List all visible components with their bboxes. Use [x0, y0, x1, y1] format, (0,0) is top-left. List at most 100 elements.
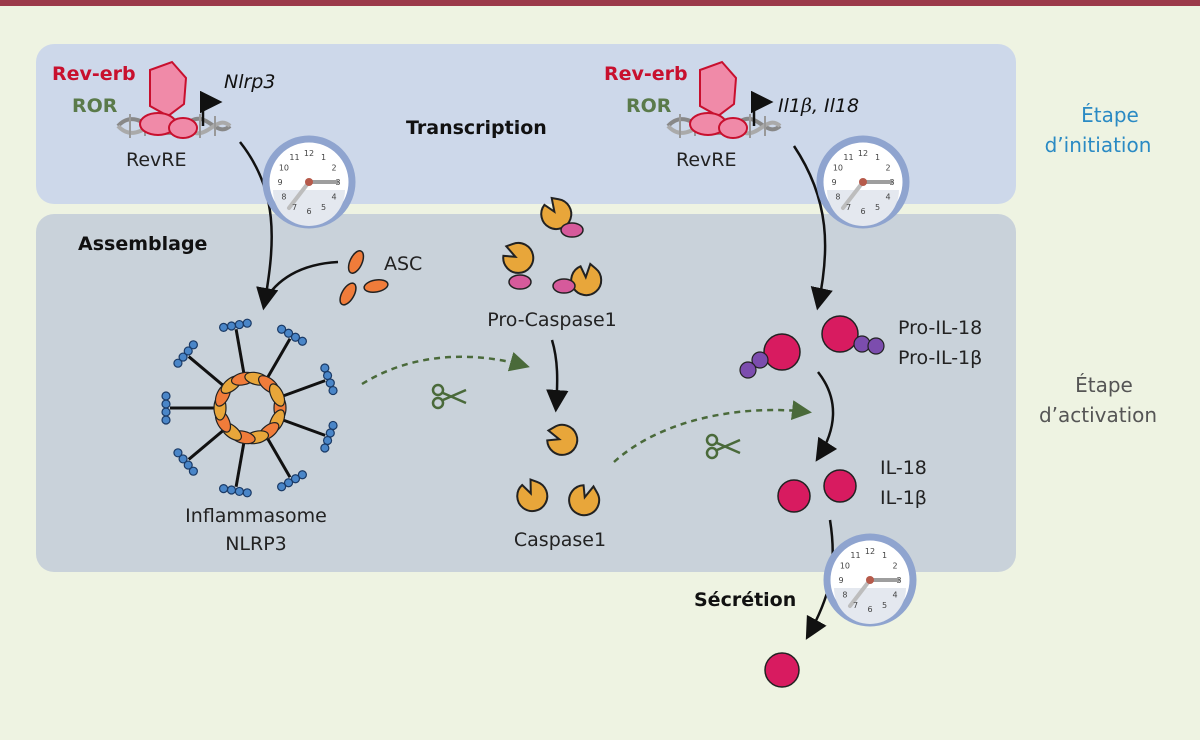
rev-erb-protein [699, 60, 738, 118]
nlrp3-bead [226, 485, 237, 495]
nlrp3-bead [242, 488, 252, 498]
arrow-proil-to-il [815, 371, 838, 462]
clock-number: 3 [889, 178, 894, 187]
dashed-arrow-cleavage-2 [613, 400, 812, 463]
caspase-label: Caspase1 [514, 529, 606, 551]
clock-number: 3 [335, 178, 340, 187]
gene-left-label: Nlrp3 [224, 71, 275, 93]
arrow-procaspase-to-caspase [546, 339, 569, 413]
nlrp3-bead [290, 332, 301, 342]
revre-left-label: RevRE [126, 149, 187, 171]
ror-left-label: ROR [72, 95, 118, 117]
nlrp3-bead [173, 358, 183, 368]
pro-caspase-label: Pro-Caspase1 [487, 309, 617, 331]
nlrp3-bead [325, 428, 335, 438]
nlrp3-bead [297, 336, 307, 346]
nlrp3-spoke [234, 328, 247, 379]
pro-caspase-molecules [498, 195, 609, 303]
transcription-title: Transcription [406, 117, 547, 139]
nlrp3-bead [322, 435, 333, 446]
asc-molecules [339, 250, 389, 306]
nlrp3-bead [297, 470, 307, 480]
clock-number: 10 [833, 164, 843, 173]
pro-il1b-label: Pro-IL-1β [898, 347, 982, 369]
clock-number: 8 [842, 591, 847, 600]
rev-erb-right-label: Rev-erb [604, 63, 688, 85]
nlrp3-spoke [187, 355, 228, 390]
clock-number: 4 [332, 193, 337, 202]
nlrp3-bead [277, 324, 287, 334]
clock-number: 7 [292, 203, 297, 212]
nlrp3-bead [161, 415, 171, 425]
nlrp3-bead [188, 340, 198, 350]
secreted-il [764, 652, 800, 688]
clock-number: 7 [846, 203, 851, 212]
rev-erb-protein [149, 60, 188, 118]
promoter-arrow-icon [200, 90, 223, 126]
nlrp3-bead [328, 385, 338, 396]
nlrp3-bead [320, 363, 330, 373]
clock-number: 12 [858, 149, 868, 158]
clock-number: 11 [850, 551, 860, 560]
arrow-genes-to-proil [792, 145, 833, 311]
clock-number: 9 [277, 178, 282, 187]
nlrp3-bead [178, 454, 188, 464]
nlrp3-bead [218, 322, 229, 332]
inflammasome-nlrp3 [161, 318, 338, 498]
clock-number: 10 [279, 164, 289, 173]
gene-right-il1: Il1 [778, 95, 801, 117]
phase-activation-line2: d’activation [1039, 403, 1157, 427]
clock-number: 6 [306, 207, 311, 216]
nlrp3-bead [322, 370, 333, 381]
nlrp3-bead [234, 319, 244, 330]
inflammasome-label-line2: NLRP3 [225, 533, 287, 555]
left-receptor-group [116, 60, 232, 139]
nlrp3-bead [218, 484, 229, 494]
clock-number: 8 [281, 193, 286, 202]
nlrp3-bead [188, 466, 198, 476]
clock-number: 6 [860, 207, 865, 216]
nlrp3-bead [320, 443, 330, 453]
arrow-nlrp3-to-inflammasome [239, 141, 279, 311]
nlrp3-bead [325, 378, 335, 388]
gene-right-il18: , Il18 [812, 95, 859, 117]
clock-number: 1 [875, 153, 880, 162]
nlrp3-bead [173, 448, 183, 458]
clock-number: 2 [886, 164, 891, 173]
pro-il18-label: Pro-IL-18 [898, 317, 982, 339]
clock-number: 8 [835, 193, 840, 202]
clock-number: 6 [867, 605, 872, 614]
clock-number: 11 [843, 153, 853, 162]
clock-number: 2 [893, 562, 898, 571]
clock-number: 3 [896, 576, 901, 585]
assemblage-title: Assemblage [78, 233, 207, 255]
nlrp3-bead [178, 352, 188, 362]
clock-number: 9 [831, 178, 836, 187]
clock-number: 11 [289, 153, 299, 162]
nlrp3-bead [183, 460, 193, 470]
phase-initiation-line2: d’initiation [1045, 133, 1152, 157]
inflammasome-label-line1: Inflammasome [185, 505, 327, 527]
nlrp3-spoke [263, 433, 292, 479]
nlrp3-bead [277, 482, 287, 492]
clock-number: 9 [838, 576, 843, 585]
clock-number: 5 [875, 203, 880, 212]
ror-right-label: ROR [626, 95, 672, 117]
clock-number: 2 [332, 164, 337, 173]
nlrp3-bead [290, 474, 301, 484]
nlrp3-bead [242, 318, 252, 328]
nlrp3-spoke [277, 379, 326, 400]
nlrp3-bead [328, 420, 338, 431]
nlrp3-bead [161, 391, 171, 401]
phase-activation-line1: Étape [1075, 373, 1133, 397]
nlrp3-bead [161, 407, 171, 417]
clock-number: 1 [321, 153, 326, 162]
clock-number: 10 [840, 562, 850, 571]
il18-label: IL-18 [880, 457, 927, 479]
right-receptor-group [666, 60, 782, 139]
clock-number: 1 [882, 551, 887, 560]
